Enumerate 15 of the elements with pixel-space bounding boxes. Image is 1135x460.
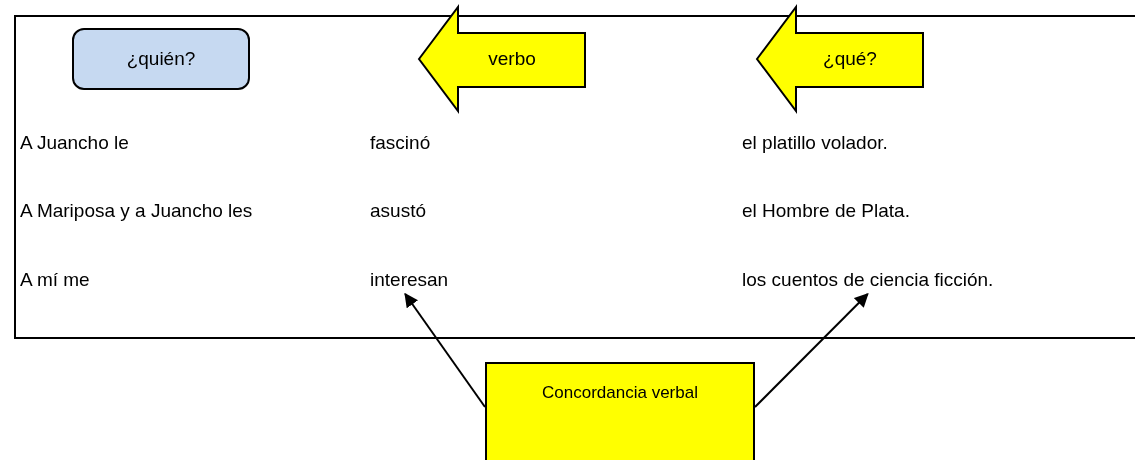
arrow <box>754 293 869 408</box>
left-arrow-callout: ¿qué? <box>756 6 924 112</box>
table-text: A mí me <box>20 268 90 292</box>
table-text: A Mariposa y a Juancho les <box>20 199 253 223</box>
note-box: Concordancia verbal <box>485 362 755 460</box>
arrow <box>404 292 486 408</box>
question-box: ¿quién? <box>72 28 250 90</box>
left-arrow-callout: verbo <box>418 6 586 112</box>
table-text: A Juancho le <box>20 131 129 155</box>
verb-text: interesan <box>370 268 449 292</box>
table-text: el platillo volador. <box>742 131 888 155</box>
table-text: asustó <box>370 199 426 223</box>
table-text: el Hombre de Plata. <box>742 199 910 223</box>
object-text: los cuentos de ciencia ficción. <box>742 268 994 292</box>
table-text: fascinó <box>370 131 431 155</box>
